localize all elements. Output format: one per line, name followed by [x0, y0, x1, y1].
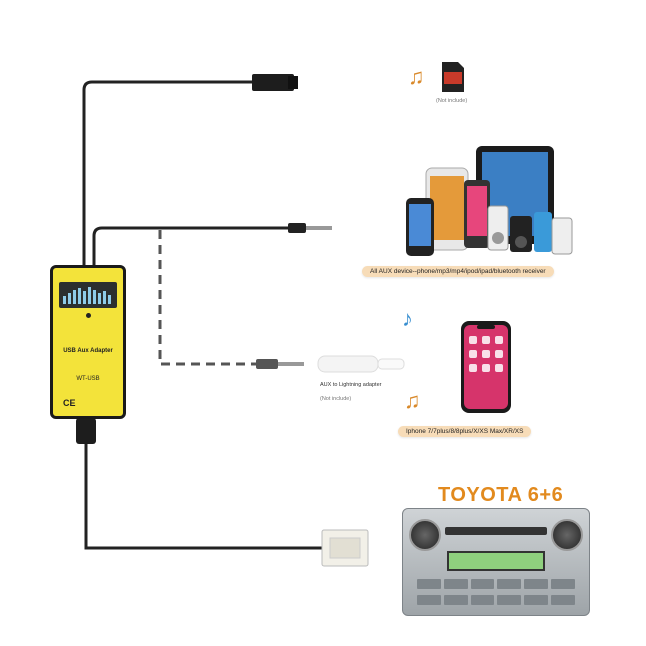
equalizer-icon — [63, 287, 111, 304]
ce-mark: CE — [63, 398, 76, 408]
iphone-image — [461, 321, 511, 413]
radio-buttons-row — [417, 579, 575, 589]
lightning-not-include: (Not include) — [320, 396, 352, 402]
car-radio-image — [402, 508, 590, 616]
radio-buttons-row-2 — [417, 595, 575, 605]
music-note-icon: ♫ — [408, 64, 425, 89]
status-led — [86, 313, 91, 318]
iphone-models-label: Iphone 7/7plus/8/8plus/X/XS Max/XR/XS — [398, 426, 532, 437]
lightning-adapter-label: AUX to Lightning adapter — [320, 382, 382, 388]
cd-slot — [445, 527, 547, 535]
radio-screen — [447, 551, 545, 571]
music-note-blue-icon: ♪ — [402, 306, 413, 331]
adapter-name: USB Aux Adapter — [63, 348, 113, 354]
aux-devices-image — [406, 146, 573, 256]
sd-card-icon — [442, 62, 464, 92]
adapter-model: WT-USB — [76, 376, 100, 382]
car-model-title: TOYOTA 6+6 — [438, 484, 564, 506]
tune-knob — [551, 519, 583, 551]
sd-card-not-include: (Not include) — [436, 98, 468, 104]
adapter-display — [59, 282, 117, 308]
usb-aux-adapter: USB Aux Adapter WT-USB CE — [50, 265, 126, 419]
music-note-icon-2: ♫ — [404, 388, 421, 413]
volume-knob — [409, 519, 441, 551]
aux-devices-label: All AUX device--phone/mp3/mp4/ipod/ipad/… — [362, 266, 554, 277]
